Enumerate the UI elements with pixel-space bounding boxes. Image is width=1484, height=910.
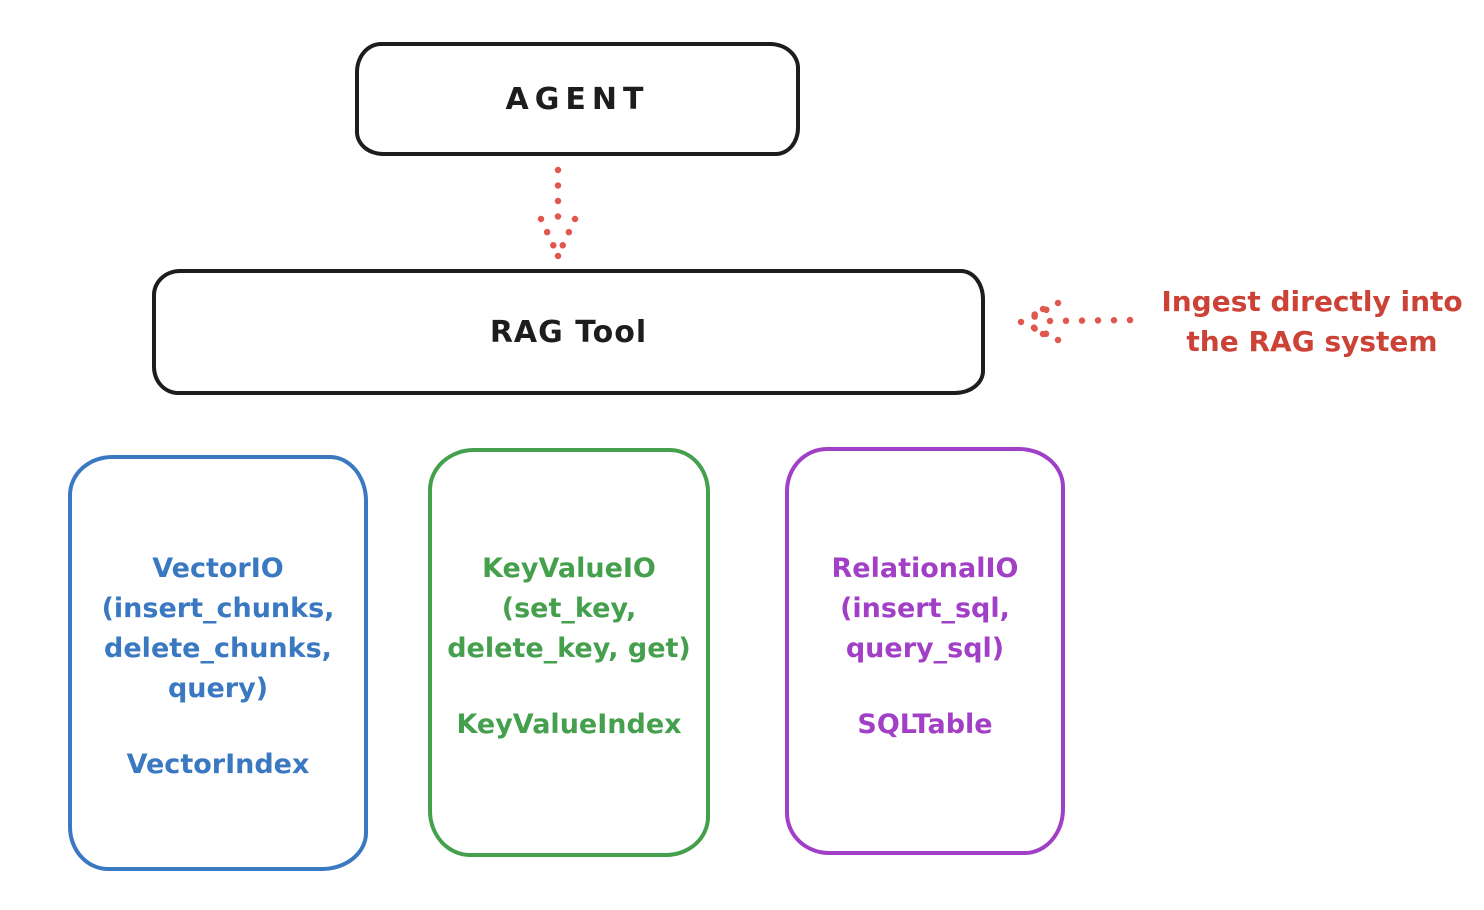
ingest-annotation-text: Ingest directly into the RAG system: [1161, 285, 1463, 358]
agent-to-rag-arrow-icon: [537, 166, 579, 260]
module-relational-io: RelationalIO (insert_sql, query_sql) SQL…: [785, 447, 1065, 855]
rag-tool-node: RAG Tool: [152, 269, 985, 395]
keyvalue-io-text: KeyValueIO (set_key, delete_key, get): [447, 553, 691, 664]
relational-index-label: SQLTable: [857, 709, 993, 740]
module-vector-io: VectorIO (insert_chunks, delete_chunks, …: [68, 455, 368, 871]
vector-io-text: VectorIO (insert_chunks, delete_chunks, …: [101, 553, 335, 704]
keyvalue-index-label: KeyValueIndex: [456, 709, 682, 740]
ingest-annotation-arrow-icon: [1017, 299, 1138, 344]
rag-tool-label: RAG Tool: [489, 314, 648, 350]
vector-index-label: VectorIndex: [126, 749, 310, 780]
agent-node: AGENT: [355, 42, 800, 156]
module-keyvalue-io: KeyValueIO (set_key, delete_key, get) Ke…: [428, 448, 710, 857]
relational-io-text: RelationalIO (insert_sql, query_sql): [831, 553, 1019, 664]
agent-label: AGENT: [505, 81, 650, 117]
